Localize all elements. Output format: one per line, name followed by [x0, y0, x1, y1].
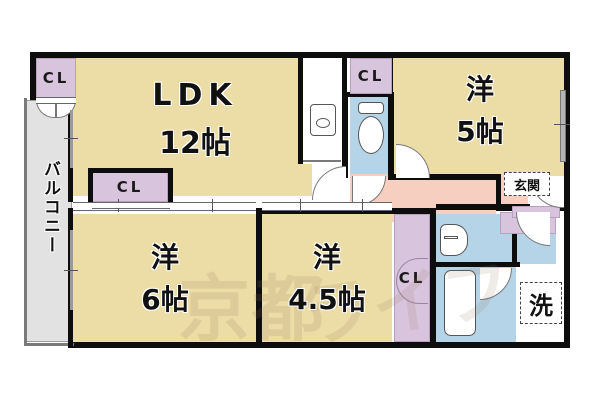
room-yo45-size-label: 4.5帖 — [288, 283, 366, 316]
wall-closet-mid-left — [88, 168, 172, 173]
ldk-hall-door[interactable] — [312, 166, 346, 200]
closet-mid-left[interactable]: CL — [92, 172, 168, 202]
window-ldk-balcony — [70, 110, 73, 168]
closet-top-left[interactable]: CL — [36, 58, 76, 98]
window-tick-left — [64, 138, 78, 139]
ldk-size-label: 12帖 — [159, 126, 231, 161]
wall-bath-top — [436, 262, 520, 267]
closet-label: CL — [116, 178, 144, 196]
wall-yo45-right — [430, 214, 436, 346]
room-yo6-area — [72, 214, 256, 342]
wall-genkan-left — [496, 174, 501, 210]
wall-kitchen-right — [342, 56, 347, 96]
balcony-label: バルコニー — [40, 160, 60, 255]
entrance-step — [504, 194, 548, 210]
room-yo5-size-label: 5帖 — [456, 115, 504, 148]
sliding-door-closet-topleft[interactable] — [36, 97, 76, 104]
wall-toilet-right — [388, 94, 394, 178]
laundry-text: 洗 — [529, 291, 553, 320]
room-yo45-area — [262, 214, 392, 342]
entrance-text: 玄関 — [513, 178, 540, 194]
laundry-label: 洗 — [520, 282, 562, 324]
kitchen-counter-edge — [303, 160, 341, 162]
window-tick-yo6 — [64, 270, 78, 271]
sliding-door-ldk-yo45[interactable] — [262, 202, 392, 211]
washbasin — [440, 224, 468, 256]
sliding-door-tick-2 — [212, 199, 213, 212]
wall-closet-mid-left-left — [88, 168, 93, 204]
wall-closet-mid-left-right — [168, 168, 173, 204]
closet-label: CL — [42, 69, 70, 87]
wall-bottom — [68, 342, 570, 348]
toilet-bowl — [358, 116, 384, 154]
wall-left-upper — [30, 52, 36, 100]
entrance-label: 玄関 — [504, 172, 550, 196]
closet-kitchen[interactable]: CL — [350, 58, 392, 94]
wall-yo5-bottom — [388, 174, 500, 180]
room-yo6-label: 洋 — [150, 241, 179, 274]
wall-right — [564, 52, 570, 348]
wall-kitchen-left — [298, 56, 303, 164]
wall-between-rooms — [256, 214, 262, 346]
room-yo45-label: 洋 — [312, 241, 341, 274]
wall-hall-bottom-2 — [436, 204, 530, 210]
window-tick-right — [554, 124, 570, 125]
closet-label: CL — [357, 67, 385, 85]
balcony-outer-rail — [24, 98, 27, 346]
bathtub — [444, 270, 476, 336]
wall-laundry-left — [512, 214, 517, 264]
wall-hall-bottom — [256, 208, 436, 214]
sliding-door-tick-4 — [362, 199, 363, 212]
room-yo6-size-label: 6帖 — [141, 283, 189, 316]
toilet-tank — [358, 102, 384, 114]
window-yo5-right — [560, 90, 566, 162]
washbasin-bowl — [444, 236, 458, 239]
kitchen-sink-basin — [316, 118, 330, 128]
sliding-door-tick-3 — [300, 199, 301, 212]
room-yo5-label: 洋 — [465, 73, 494, 106]
ldk-label: LDK — [152, 78, 238, 113]
wall-top — [30, 52, 570, 58]
sliding-door-closet-mid[interactable] — [92, 202, 170, 209]
wall-toilet-left — [342, 94, 348, 178]
wall-toilet-top — [342, 92, 394, 97]
balcony-bottom-rail — [24, 343, 74, 346]
